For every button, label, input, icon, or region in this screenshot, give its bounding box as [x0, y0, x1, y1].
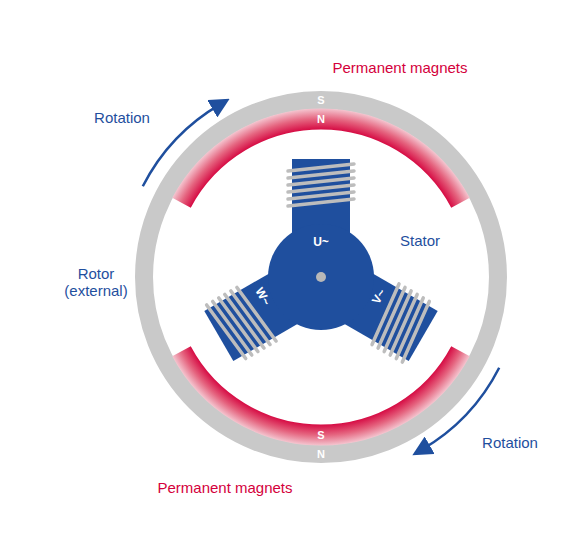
coil-winding	[288, 185, 354, 192]
magnet-label: Permanent magnets	[332, 59, 467, 76]
phase-label: U~	[313, 236, 329, 250]
shaft	[316, 272, 326, 282]
pole-label: N	[317, 113, 325, 126]
coil-winding	[288, 192, 354, 199]
rotation-arrows	[143, 104, 499, 450]
rotation-label: Rotation	[482, 434, 538, 451]
magnets	[182, 119, 461, 435]
rotor-ring	[144, 100, 498, 454]
magnet-label: Permanent magnets	[157, 479, 292, 496]
rotation-arrow	[143, 104, 221, 186]
coil-winding	[288, 171, 354, 178]
coil-winding	[237, 284, 276, 345]
stator-label: Stator	[400, 232, 440, 249]
stator-hub	[268, 224, 374, 330]
pole-label: S	[317, 429, 324, 442]
magnet-bottom	[182, 351, 461, 435]
coil-winding	[288, 178, 354, 185]
coil-winding	[288, 164, 354, 171]
pole-label: N	[317, 448, 325, 461]
stator	[202, 159, 439, 365]
coil-winding	[288, 199, 354, 206]
coil-winding	[366, 284, 405, 345]
rotor-label: Rotor (external)	[56, 265, 136, 300]
rotation-label: Rotation	[94, 109, 150, 126]
pole-label: S	[317, 94, 324, 107]
